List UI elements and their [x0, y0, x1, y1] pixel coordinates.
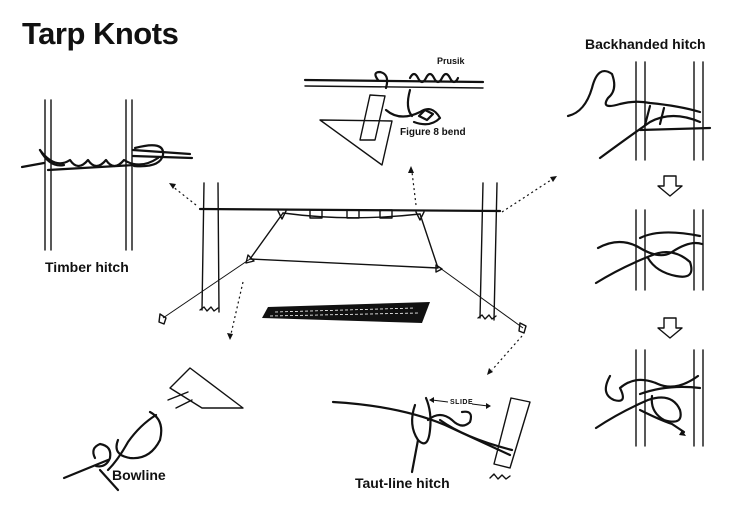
page-title: Tarp Knots: [22, 16, 179, 51]
bowline-label: Bowline: [112, 467, 166, 483]
prusik-label: Prusik: [437, 56, 465, 66]
bowline-illustration: [62, 367, 244, 492]
prusik-illustration: [303, 70, 485, 166]
timber-hitch-illustration: [20, 99, 194, 251]
tarp-setup-illustration: [158, 182, 527, 334]
slide-label: SLIDE: [450, 399, 474, 406]
pointer-arrows: [169, 166, 557, 375]
timber-hitch-label: Timber hitch: [45, 259, 129, 275]
backhanded-hitch-illustration: [566, 61, 712, 447]
taut-line-hitch-label: Taut-line hitch: [355, 475, 450, 491]
figure-8-bend-label: Figure 8 bend: [400, 127, 466, 138]
taut-line-hitch-illustration: [331, 396, 531, 480]
backhanded-hitch-label: Backhanded hitch: [585, 36, 706, 52]
